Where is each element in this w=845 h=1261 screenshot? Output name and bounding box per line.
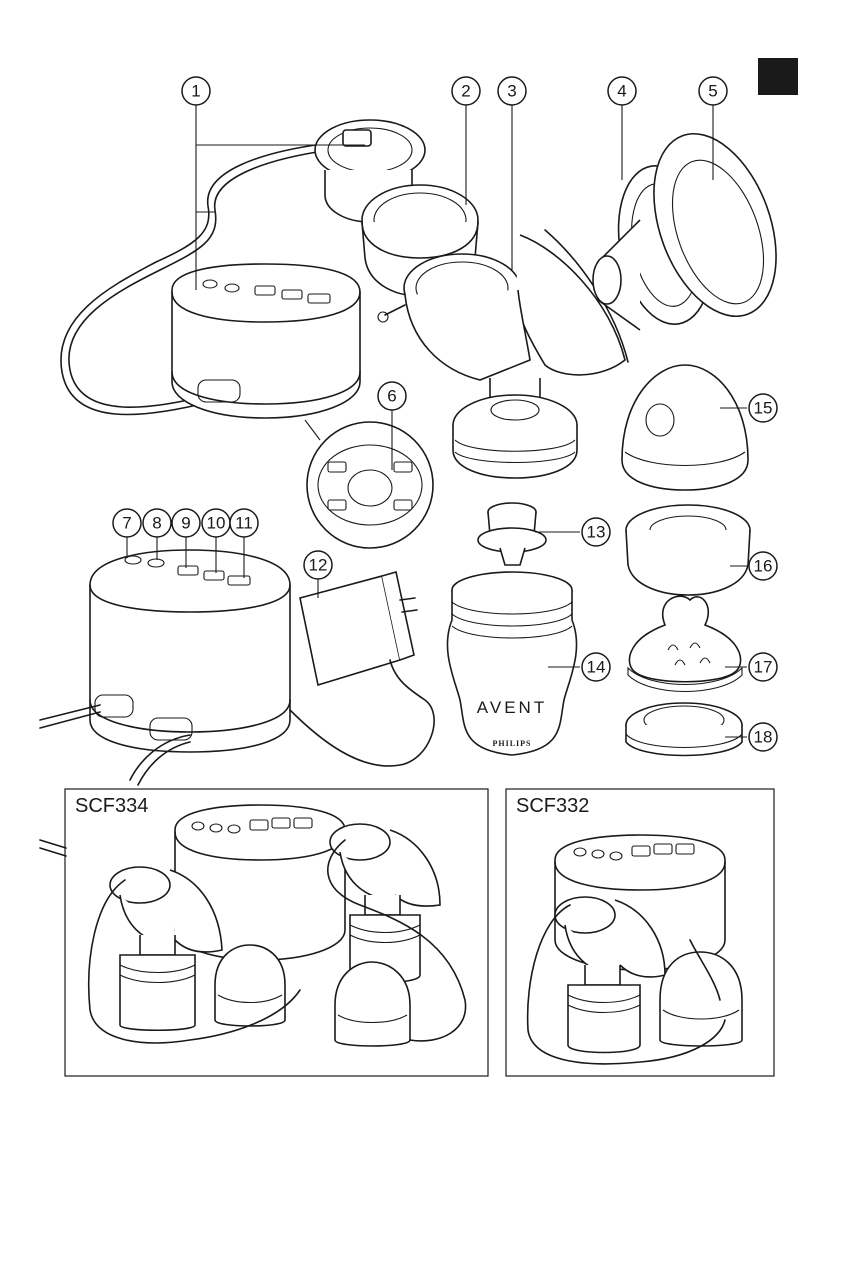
language-tab bbox=[758, 58, 798, 95]
callout-10: 10 bbox=[202, 509, 230, 537]
model-label-scf332: SCF332 bbox=[516, 795, 589, 817]
screw-ring bbox=[626, 505, 750, 595]
callout-14: 14 bbox=[582, 653, 610, 681]
svg-text:18: 18 bbox=[754, 728, 773, 747]
svg-text:3: 3 bbox=[507, 82, 516, 101]
callout-13: 13 bbox=[582, 518, 610, 546]
callout-4: 4 bbox=[608, 77, 636, 105]
cover-dome bbox=[622, 365, 748, 490]
svg-text:10: 10 bbox=[207, 514, 226, 533]
svg-text:14: 14 bbox=[587, 658, 606, 677]
sealing-disc bbox=[626, 703, 742, 756]
svg-text:15: 15 bbox=[754, 399, 773, 418]
power-adapter bbox=[290, 572, 434, 766]
callout-5: 5 bbox=[699, 77, 727, 105]
callout-18: 18 bbox=[749, 723, 777, 751]
callout-12: 12 bbox=[304, 551, 332, 579]
model-label-scf334: SCF334 bbox=[75, 795, 148, 817]
svg-text:8: 8 bbox=[152, 514, 161, 533]
bottle bbox=[447, 572, 576, 755]
bottle-maker: PHILIPS bbox=[492, 739, 531, 748]
svg-text:9: 9 bbox=[181, 514, 190, 533]
callout-8: 8 bbox=[143, 509, 171, 537]
base-detail bbox=[305, 420, 433, 548]
callout-17: 17 bbox=[749, 653, 777, 681]
callout-3: 3 bbox=[498, 77, 526, 105]
edge-cable bbox=[40, 840, 66, 848]
callout-6: 6 bbox=[378, 382, 406, 410]
svg-text:7: 7 bbox=[122, 514, 131, 533]
svg-text:4: 4 bbox=[617, 82, 626, 101]
callout-9: 9 bbox=[172, 509, 200, 537]
svg-text:13: 13 bbox=[587, 523, 606, 542]
svg-text:5: 5 bbox=[708, 82, 717, 101]
callout-7: 7 bbox=[113, 509, 141, 537]
svg-text:17: 17 bbox=[754, 658, 773, 677]
callout-11: 11 bbox=[230, 509, 258, 537]
motor-unit-controls bbox=[40, 550, 290, 785]
svg-text:6: 6 bbox=[387, 387, 396, 406]
svg-text:2: 2 bbox=[461, 82, 470, 101]
callout-15: 15 bbox=[749, 394, 777, 422]
model-box-scf334: SCF334 bbox=[65, 789, 488, 1076]
svg-text:12: 12 bbox=[309, 556, 328, 575]
valve bbox=[478, 503, 546, 565]
svg-text:1: 1 bbox=[191, 82, 200, 101]
callout-1: 1 bbox=[182, 77, 210, 105]
bottle-brand: AVENT bbox=[477, 698, 547, 717]
svg-text:11: 11 bbox=[235, 514, 253, 533]
callout-2: 2 bbox=[452, 77, 480, 105]
callout-16: 16 bbox=[749, 552, 777, 580]
teat bbox=[628, 596, 742, 691]
svg-text:16: 16 bbox=[754, 557, 773, 576]
edge-cable-2 bbox=[40, 848, 66, 856]
model-box-scf332: SCF332 bbox=[506, 789, 774, 1076]
